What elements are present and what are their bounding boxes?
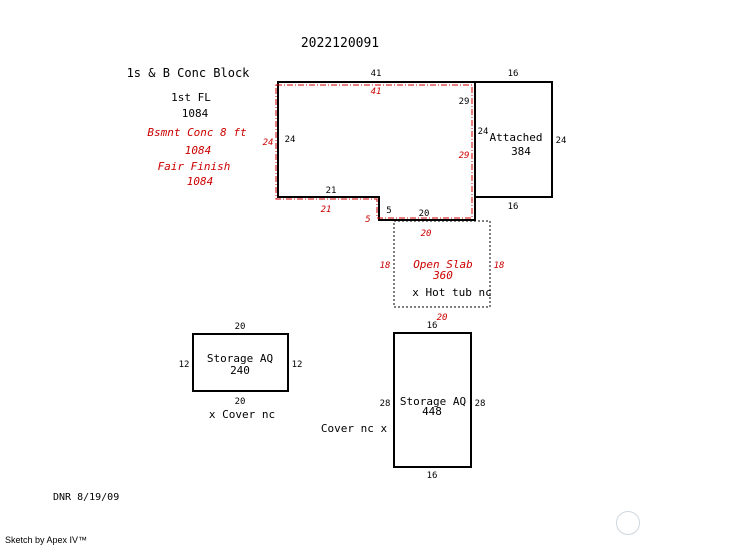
dim-slab-right: 18 <box>494 261 505 271</box>
dim-storage-large-left: 28 <box>380 399 391 409</box>
storage-large-note: Cover nc x <box>321 422 388 435</box>
storage-small-label: Storage AQ <box>207 352 273 365</box>
dim-bsmt-top: 41 <box>371 87 382 97</box>
dim-garage-right: 24 <box>556 136 567 146</box>
dim-garage-bottom: 16 <box>508 202 519 212</box>
slab-area: 360 <box>432 269 453 282</box>
garage-area: 384 <box>511 145 531 158</box>
dim-main-step: 5 <box>386 206 391 216</box>
dim-main-right: 29 <box>459 97 470 107</box>
garage-outline <box>474 81 553 198</box>
dim-garage-top: 16 <box>508 69 519 79</box>
basement-outline <box>275 84 473 219</box>
finish-area: 1084 <box>187 175 214 188</box>
dim-storage-small-top: 20 <box>235 322 246 332</box>
garage-label: Attached <box>490 131 543 144</box>
floor-area: 1084 <box>182 107 209 120</box>
storage-small-area: 240 <box>230 364 250 377</box>
main-heading: 1s & B Conc Block <box>127 66 251 80</box>
storage-large-area: 448 <box>422 405 442 418</box>
slab-label: Open Slab <box>413 258 473 271</box>
footer-credit: Sketch by Apex IV™ <box>5 535 88 545</box>
dim-storage-small-left: 12 <box>179 360 190 370</box>
finish-label: Fair Finish <box>158 160 231 173</box>
dim-storage-large-bottom: 16 <box>427 471 438 481</box>
floor-label: 1st FL <box>171 91 211 104</box>
dim-slab-left: 18 <box>380 261 391 271</box>
dim-storage-large-right: 28 <box>475 399 486 409</box>
dim-storage-large-top: 16 <box>427 321 438 331</box>
slab-note: x Hot tub nc <box>412 286 491 299</box>
dim-main-left: 24 <box>285 135 296 145</box>
slab-outline <box>393 220 491 308</box>
dim-bsmt-left: 24 <box>263 138 274 148</box>
dim-bsmt-bottom-right: 20 <box>421 229 432 239</box>
dim-bsmt-right: 29 <box>459 151 470 161</box>
sketch-title: 2022120091 <box>301 36 379 51</box>
sketch-sign: DNR 8/19/09 <box>53 492 119 503</box>
dim-main-bottom-right: 20 <box>419 209 430 219</box>
dim-slab-bottom: 20 <box>437 313 448 323</box>
dim-bsmt-step: 5 <box>365 215 370 225</box>
storage-small-note: x Cover nc <box>209 408 275 421</box>
dim-main-top: 41 <box>371 69 382 79</box>
storage-small-outline <box>192 333 289 392</box>
dim-storage-small-right: 12 <box>292 360 303 370</box>
dim-garage-left: 24 <box>478 127 489 137</box>
basement-label: Bsmnt Conc 8 ft <box>147 126 247 139</box>
storage-large-label: Storage AQ <box>400 395 466 408</box>
dim-storage-small-bottom: 20 <box>235 397 246 407</box>
dim-bsmt-bottom-left: 21 <box>321 205 332 215</box>
storage-large-outline <box>393 332 472 468</box>
dim-main-bottom-left: 21 <box>326 186 337 196</box>
basement-area: 1084 <box>185 144 212 157</box>
watermark-circle-icon <box>616 511 640 535</box>
